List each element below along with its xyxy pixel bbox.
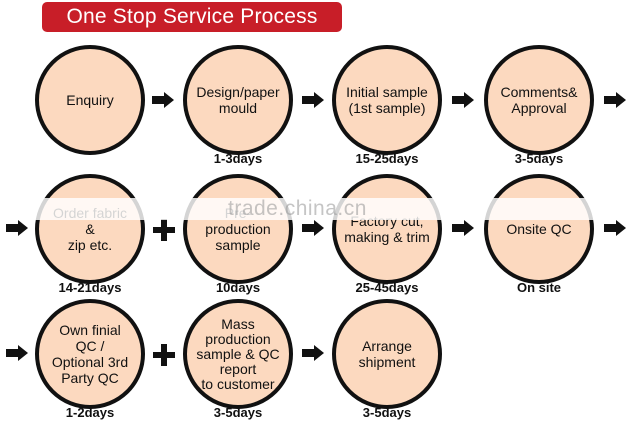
plus-icon xyxy=(153,344,175,366)
step-duration: 1-3days xyxy=(213,151,263,166)
watermark-band xyxy=(0,198,640,220)
step-enquiry: Enquiry xyxy=(35,45,145,155)
step-factory-cut-making-trim: Factory cut, making & trim xyxy=(332,174,442,284)
watermark: trade.china.cn xyxy=(228,197,367,220)
step-duration: 1-2days xyxy=(65,405,115,420)
step-duration: 14-21days xyxy=(58,280,122,295)
step-label: Own finial QC / Optional 3rd Party QC xyxy=(51,322,129,386)
step-label: Mass production sample & QC report to cu… xyxy=(196,315,280,392)
step-arrange-shipment: Arrange shipment xyxy=(332,299,442,409)
step-duration: 3-5days xyxy=(213,405,263,420)
step-mass-production-sample: Mass production sample & QC report to cu… xyxy=(183,299,293,409)
step-duration: 25-45days xyxy=(355,280,419,295)
step-initial-sample: Initial sample (1st sample) xyxy=(332,45,442,155)
step-label: Arrange shipment xyxy=(358,338,416,370)
step-duration: 15-25days xyxy=(355,151,419,166)
step-label: Initial sample (1st sample) xyxy=(346,84,428,116)
step-duration: 3-5days xyxy=(362,405,412,420)
page-title: One Stop Service Process xyxy=(42,2,342,32)
plus-icon xyxy=(153,219,175,241)
step-duration: On site xyxy=(516,280,562,295)
step-label: Design/paper mould xyxy=(196,84,280,116)
step-label: Onsite QC xyxy=(506,221,572,237)
step-design-paper-mould: Design/paper mould xyxy=(183,45,293,155)
step-pre-production-sample: Pre-production sample xyxy=(183,174,293,284)
step-label: Enquiry xyxy=(66,92,114,108)
step-own-final-qc: Own finial QC / Optional 3rd Party QC xyxy=(35,299,145,409)
step-comments-approval: Comments& Approval xyxy=(484,45,594,155)
step-duration: 10days xyxy=(215,280,261,295)
step-duration: 3-5days xyxy=(514,151,564,166)
step-label: Comments& Approval xyxy=(500,84,578,116)
step-onsite-qc: Onsite QC xyxy=(484,174,594,284)
step-order-fabric-zip: Order fabric & zip etc. xyxy=(35,174,145,284)
